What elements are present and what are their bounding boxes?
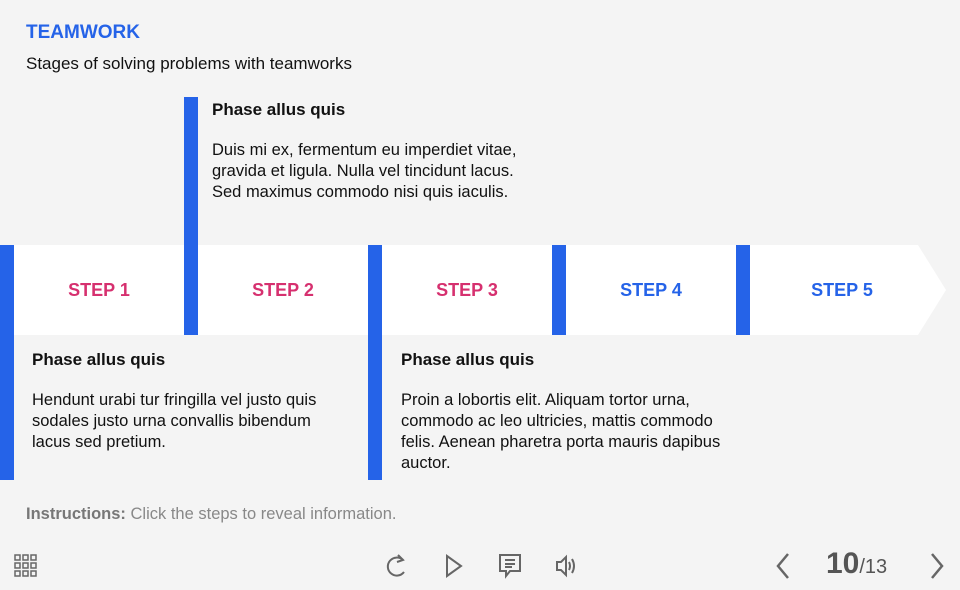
step-1-panel: Phase allus quis Hendunt urabi tur fring… xyxy=(32,350,342,453)
page-title: TEAMWORK xyxy=(26,22,140,43)
next-slide-icon[interactable] xyxy=(924,550,950,582)
steps-arrow-band xyxy=(0,245,946,335)
panel-heading: Phase allus quis xyxy=(212,100,346,119)
panel-heading: Phase allus quis xyxy=(32,350,166,369)
step-3-marker xyxy=(368,245,382,480)
step-2-marker xyxy=(184,97,198,335)
play-icon[interactable] xyxy=(440,550,468,582)
step-3-button[interactable]: STEP 3 xyxy=(436,279,498,300)
slide-counter: 10/13 xyxy=(826,547,887,581)
volume-icon[interactable] xyxy=(552,550,580,582)
panel-body: Proin a lobortis elit. Aliquam tortor ur… xyxy=(401,391,721,472)
panel-body: Hendunt urabi tur fringilla vel justo qu… xyxy=(32,391,317,451)
previous-slide-icon[interactable] xyxy=(770,550,796,582)
step-3-panel: Phase allus quis Proin a lobortis elit. … xyxy=(401,350,731,474)
replay-icon[interactable] xyxy=(382,550,410,582)
step-4-button[interactable]: STEP 4 xyxy=(620,279,682,300)
step-4-marker xyxy=(552,245,566,335)
step-5-marker xyxy=(736,245,750,335)
current-slide: 10 xyxy=(826,547,860,580)
step-1-button[interactable]: STEP 1 xyxy=(68,279,130,300)
page-subtitle: Stages of solving problems with teamwork… xyxy=(26,54,352,73)
step-1-marker xyxy=(0,245,14,480)
instructions: Instructions: Click the steps to reveal … xyxy=(26,505,396,524)
step-2-panel: Phase allus quis Duis mi ex, fermentum e… xyxy=(212,100,522,203)
step-2-button[interactable]: STEP 2 xyxy=(252,279,314,300)
step-5-button[interactable]: STEP 5 xyxy=(811,279,873,300)
panel-body: Duis mi ex, fermentum eu imperdiet vitae… xyxy=(212,141,517,201)
instructions-text: Click the steps to reveal information. xyxy=(125,505,397,523)
captions-icon[interactable] xyxy=(496,550,524,582)
instructions-label: Instructions: xyxy=(26,505,126,523)
total-slides: /13 xyxy=(859,556,888,578)
panel-heading: Phase allus quis xyxy=(401,350,535,369)
menu-grid-icon[interactable] xyxy=(12,550,40,582)
